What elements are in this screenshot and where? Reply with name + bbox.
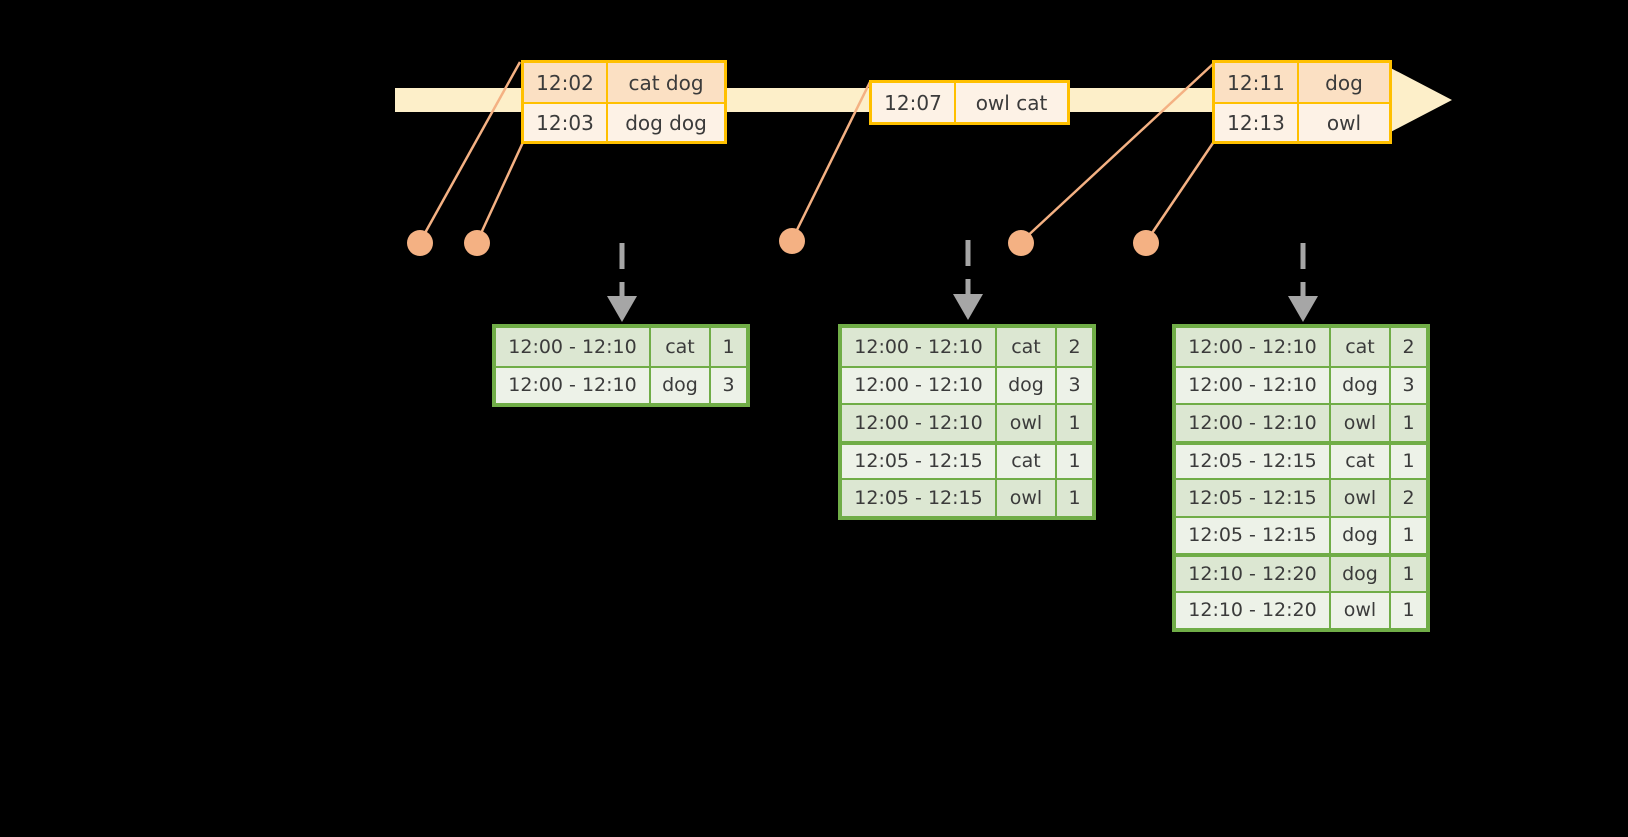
word-cell: owl xyxy=(997,480,1057,516)
word-cell: cat xyxy=(997,328,1057,366)
table-row: 12:05 - 12:15 cat 1 xyxy=(1176,440,1426,478)
window-cell: 12:00 - 12:10 xyxy=(842,405,997,441)
event-words: cat dog xyxy=(628,70,704,95)
word-cell: dog xyxy=(651,367,711,403)
event-row: 12:02 cat dog xyxy=(524,63,724,102)
event-time: 12:07 xyxy=(872,83,956,122)
window-cell: 12:00 - 12:10 xyxy=(1176,367,1331,403)
event-words: dog xyxy=(1325,70,1363,95)
event-words: owl xyxy=(1326,110,1362,135)
word-cell: cat xyxy=(1331,444,1391,478)
flow-arrows xyxy=(607,240,1318,322)
window-cell: 12:10 - 12:20 xyxy=(1176,592,1331,628)
table-row: 12:00 - 12:10 dog 3 xyxy=(496,365,746,403)
table-row: 12:05 - 12:15 cat 1 xyxy=(842,440,1092,478)
word-cell: owl xyxy=(1331,592,1391,628)
window-cell: 12:05 - 12:15 xyxy=(1176,480,1331,516)
result-table-1: 12:00 - 12:10 cat 1 12:00 - 12:10 dog 3 xyxy=(492,324,750,407)
event-time: 12:02 xyxy=(524,63,608,102)
event-group-2: 12:07 owl cat xyxy=(869,80,1070,125)
connector-dot xyxy=(464,230,490,256)
window-cell: 12:00 - 12:10 xyxy=(1176,328,1331,366)
count-cell: 1 xyxy=(1402,524,1415,547)
count-cell: 1 xyxy=(1068,486,1081,509)
table-row: 12:10 - 12:20 dog 1 xyxy=(1176,553,1426,591)
word-cell: owl xyxy=(1331,480,1391,516)
event-time: 12:11 xyxy=(1215,63,1299,102)
connector-dot xyxy=(1133,230,1159,256)
count-cell: 1 xyxy=(1402,562,1415,585)
flow-arrow-1 xyxy=(607,243,637,322)
connector-dots xyxy=(407,228,1159,256)
word-cell: dog xyxy=(1331,557,1391,591)
table-row: 12:10 - 12:20 owl 1 xyxy=(1176,590,1426,628)
event-group-1: 12:02 cat dog 12:03 dog dog xyxy=(521,60,727,144)
window-cell: 12:00 - 12:10 xyxy=(842,328,997,366)
count-cell: 1 xyxy=(722,335,735,358)
event-words: owl cat xyxy=(975,90,1048,115)
connector-dot xyxy=(407,230,433,256)
flow-arrow-2 xyxy=(953,240,983,320)
count-cell: 1 xyxy=(1402,599,1415,622)
table-row: 12:00 - 12:10 dog 3 xyxy=(842,365,1092,403)
window-cell: 12:00 - 12:10 xyxy=(496,328,651,366)
table-row: 12:00 - 12:10 cat 2 xyxy=(1176,328,1426,366)
event-row: 12:13 owl xyxy=(1215,102,1389,141)
count-cell: 1 xyxy=(1068,450,1081,473)
event-group-3: 12:11 dog 12:13 owl xyxy=(1212,60,1392,144)
table-row: 12:05 - 12:15 owl 1 xyxy=(842,478,1092,516)
table-row: 12:00 - 12:10 cat 1 xyxy=(496,328,746,366)
event-words: dog dog xyxy=(625,110,707,135)
word-cell: dog xyxy=(1331,367,1391,403)
window-cell: 12:05 - 12:15 xyxy=(1176,517,1331,553)
count-cell: 1 xyxy=(1402,450,1415,473)
event-row: 12:03 dog dog xyxy=(524,102,724,141)
table-row: 12:00 - 12:10 cat 2 xyxy=(842,328,1092,366)
table-row: 12:05 - 12:15 owl 2 xyxy=(1176,478,1426,516)
connector-dot xyxy=(779,228,805,254)
flow-arrow-3 xyxy=(1288,243,1318,322)
word-cell: cat xyxy=(1331,328,1391,366)
event-time: 12:03 xyxy=(524,104,608,141)
count-cell: 2 xyxy=(1402,335,1415,358)
window-cell: 12:05 - 12:15 xyxy=(842,480,997,516)
table-row: 12:05 - 12:15 dog 1 xyxy=(1176,515,1426,553)
table-row: 12:00 - 12:10 owl 1 xyxy=(842,403,1092,441)
count-cell: 1 xyxy=(1402,411,1415,434)
result-table-2: 12:00 - 12:10 cat 2 12:00 - 12:10 dog 3 … xyxy=(838,324,1096,520)
window-cell: 12:05 - 12:15 xyxy=(1176,444,1331,478)
result-table-3: 12:00 - 12:10 cat 2 12:00 - 12:10 dog 3 … xyxy=(1172,324,1430,632)
window-cell: 12:00 - 12:10 xyxy=(496,367,651,403)
event-row: 12:07 owl cat xyxy=(872,83,1067,122)
table-row: 12:00 - 12:10 owl 1 xyxy=(1176,403,1426,441)
word-cell: cat xyxy=(651,328,711,366)
word-cell: dog xyxy=(997,367,1057,403)
count-cell: 2 xyxy=(1402,486,1415,509)
count-cell: 3 xyxy=(1068,374,1081,397)
word-cell: dog xyxy=(1331,517,1391,553)
window-cell: 12:10 - 12:20 xyxy=(1176,557,1331,591)
word-cell: cat xyxy=(997,444,1057,478)
table-row: 12:00 - 12:10 dog 3 xyxy=(1176,365,1426,403)
word-cell: owl xyxy=(1331,405,1391,441)
connector-dot xyxy=(1008,230,1034,256)
event-time: 12:13 xyxy=(1215,104,1299,141)
window-cell: 12:05 - 12:15 xyxy=(842,444,997,478)
count-cell: 1 xyxy=(1068,411,1081,434)
event-row: 12:11 dog xyxy=(1215,63,1389,102)
count-cell: 3 xyxy=(722,374,735,397)
word-cell: owl xyxy=(997,405,1057,441)
count-cell: 3 xyxy=(1402,374,1415,397)
count-cell: 2 xyxy=(1068,335,1081,358)
window-cell: 12:00 - 12:10 xyxy=(842,367,997,403)
window-cell: 12:00 - 12:10 xyxy=(1176,405,1331,441)
